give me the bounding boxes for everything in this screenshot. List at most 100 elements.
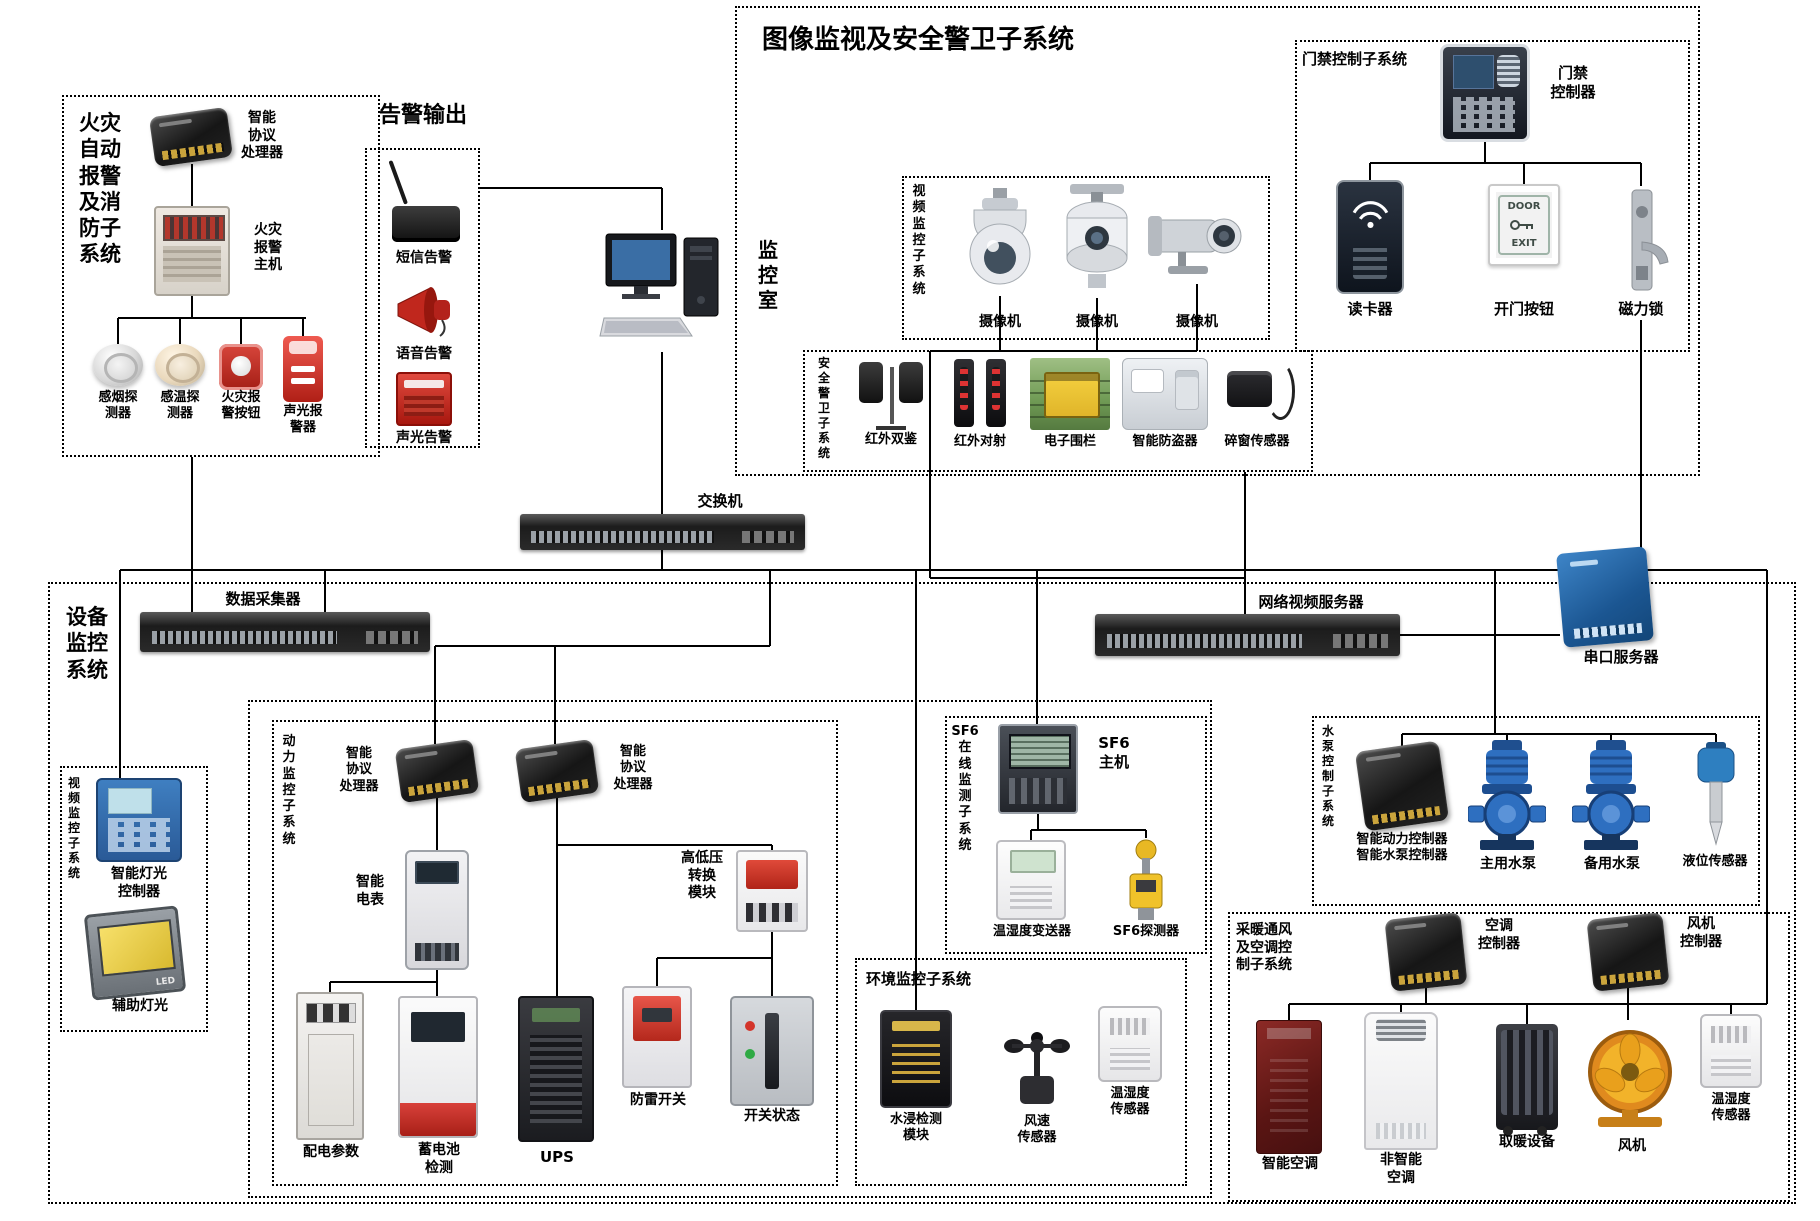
magnetic-lock-label: 磁力锁 <box>1618 300 1664 318</box>
main-pump-device <box>1468 740 1546 852</box>
window-sensor-label: 碎窗传感器 <box>1224 434 1290 449</box>
alarm-output-title: 告警输出 <box>378 103 467 128</box>
smart-ac-device <box>1256 1020 1322 1154</box>
ir-dual-detector-device <box>856 358 926 430</box>
surge-label: 防雷开关 <box>630 1092 686 1108</box>
control-room-title: 监 控 室 <box>758 238 778 312</box>
sound-light-alarm-device <box>283 336 323 402</box>
window-break-sensor-device <box>1216 358 1298 430</box>
door-button-text-top: DOOR <box>1507 201 1541 213</box>
network-video-server-device <box>1095 614 1400 656</box>
video-sub-title: 视 频 监 控 子 系 统 <box>912 184 926 297</box>
sound-light-alarm-label: 声光报 警器 <box>283 404 323 436</box>
alarm-output-box <box>365 148 480 448</box>
nvr-label: 网络视频服务器 <box>1258 593 1364 611</box>
door-button-panel: DOOR EXIT <box>1498 195 1550 255</box>
level-sensor-label: 液位传感器 <box>1682 854 1748 869</box>
ptz-camera-device <box>1058 184 1136 298</box>
card-reader-label: 读卡器 <box>1347 300 1393 318</box>
power-params-label: 配电参数 <box>303 1144 359 1160</box>
antitheft-label: 智能防盗器 <box>1132 434 1198 449</box>
hvac-control-box <box>1228 912 1790 1202</box>
light-controller-label: 智能灯光 控制器 <box>111 866 167 900</box>
smart-meter-label: 智能 电表 <box>356 874 384 908</box>
magnetic-lock-device <box>1606 186 1676 296</box>
pump-controller-label: 智能动力控制器 智能水泵控制器 <box>1356 832 1448 864</box>
door-button-text-bottom: EXIT <box>1511 237 1537 249</box>
ac-controller-label: 空调 控制器 <box>1478 918 1520 952</box>
water-detect-module-device <box>880 1010 952 1108</box>
voice-alarm-horn-device <box>392 280 458 342</box>
monitoring-pc-device <box>596 230 751 352</box>
wind-sensor-label: 风速 传感器 <box>1017 1114 1057 1146</box>
sf6-host-device <box>998 724 1078 814</box>
ir-dual-label: 红外双鉴 <box>864 432 917 447</box>
bullet-camera-device <box>1148 204 1246 284</box>
sms-alarm-device <box>392 158 460 246</box>
ups-device <box>518 996 594 1142</box>
electronic-fence-device <box>1030 358 1110 430</box>
fire-alarm-host-device <box>154 206 230 296</box>
data-collector-label: 数据采集器 <box>225 590 301 608</box>
fire-host-label: 火灾 报警 主机 <box>254 222 282 273</box>
core-switch-device <box>520 514 805 550</box>
core-switch-label: 交换机 <box>697 492 743 510</box>
backup-pump-label: 备用水泵 <box>1584 856 1640 872</box>
hv-lv-module-label: 高低压 转换 模块 <box>681 850 723 901</box>
access-control-box <box>1295 40 1690 352</box>
smart-antitheft-device <box>1122 358 1208 430</box>
power-protocol-processor2-device <box>514 738 600 804</box>
fire-processor-label: 智能 协议 处理器 <box>241 110 283 161</box>
switch-status-label: 开关状态 <box>744 1108 800 1124</box>
ups-label: UPS <box>540 1148 574 1166</box>
fence-label: 电子围栏 <box>1043 434 1096 449</box>
level-sensor-device <box>1684 742 1748 848</box>
smoke-detector-device <box>93 344 143 386</box>
smoke-detector-label: 感烟探 测器 <box>98 390 138 422</box>
led-text: LED <box>155 975 176 988</box>
access-sub-title: 门禁控制子系统 <box>1302 50 1408 68</box>
heater-label: 取暖设备 <box>1499 1134 1555 1150</box>
key-icon <box>1510 220 1533 230</box>
fan-controller-device <box>1586 912 1670 992</box>
fan-label: 风机 <box>1618 1138 1646 1154</box>
surge-protector-device <box>622 986 692 1088</box>
fire-button-label: 火灾报 警按钮 <box>221 390 261 422</box>
backup-pump-device <box>1572 740 1650 852</box>
door-open-button-device: DOOR EXIT <box>1488 184 1560 266</box>
heat-detector-label: 感温探 测器 <box>160 390 200 422</box>
data-collector-device <box>140 612 430 652</box>
smart-meter-device <box>405 850 469 970</box>
equipment-video-title: 视 频 监 控 子 系 统 <box>67 776 80 880</box>
guard-sub-title: 安 全 警 卫 子 系 统 <box>817 356 830 460</box>
sms-alarm-label: 短信告警 <box>396 250 452 266</box>
light-controller-device <box>96 778 182 862</box>
sound-light-output-label: 声光告警 <box>396 430 452 446</box>
equipment-system-title: 设备 监控 系统 <box>66 605 108 682</box>
env-monitor-box <box>855 958 1187 1186</box>
security-system-box <box>735 6 1700 476</box>
power-protocol-processor1-device <box>394 738 480 804</box>
hvac-th-sensor-label: 温湿度 传感器 <box>1711 1092 1751 1124</box>
env-th-sensor-device <box>1098 1006 1162 1082</box>
pump-sub-title: 水 泵 控 制 子 系 统 <box>1321 724 1334 828</box>
door-button-label: 开门按钮 <box>1493 300 1554 318</box>
aux-light-label: 辅助灯光 <box>112 998 168 1014</box>
normal-ac-device <box>1364 1012 1438 1150</box>
sf6-host-label: SF6 主机 <box>1098 734 1130 771</box>
sf6-detector-label: SF6探测器 <box>1112 924 1180 939</box>
normal-ac-label: 非智能 空调 <box>1380 1152 1422 1186</box>
fire-system-box <box>62 95 380 457</box>
video-surveillance-box <box>902 176 1270 340</box>
fire-alarm-button-device <box>219 344 263 390</box>
fan-controller-label: 风机 控制器 <box>1680 916 1722 950</box>
access-controller-device <box>1440 44 1530 142</box>
equipment-video-box <box>60 766 208 1032</box>
sf6-monitor-box <box>945 716 1207 954</box>
camera3-label: 摄像机 <box>1176 314 1218 330</box>
camera1-label: 摄像机 <box>979 314 1021 330</box>
card-reader-device <box>1336 180 1404 294</box>
equipment-system-box <box>48 582 1796 1204</box>
wind-sensor-device <box>1000 1024 1074 1110</box>
